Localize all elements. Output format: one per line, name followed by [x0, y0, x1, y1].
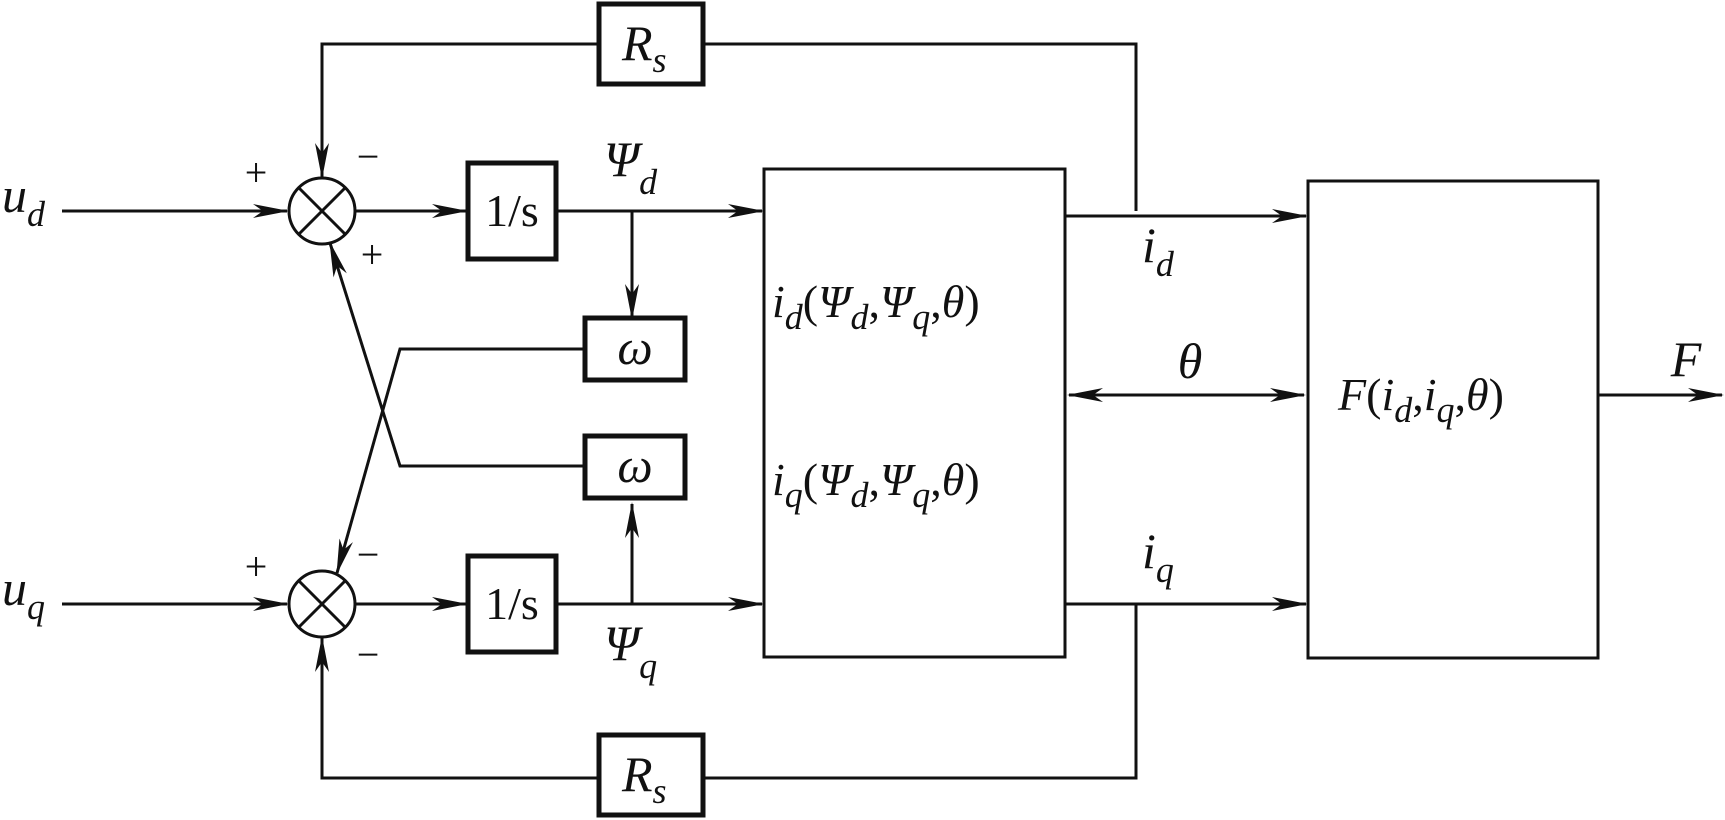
sum-q-left-sign: +	[245, 544, 268, 589]
rs-bottom-feedback-right	[703, 604, 1138, 780]
omega-top-block	[582, 315, 688, 383]
sum-d-top-sign: −	[357, 134, 380, 179]
rs-bottom-block	[596, 732, 706, 818]
i-q-expression: iq(Ψd,Ψq,θ)	[772, 454, 980, 515]
omega-top-to-sum-q-line	[335, 347, 585, 575]
psi-d-label: Ψd	[604, 131, 658, 202]
i-d-label: id	[1142, 217, 1175, 284]
rs-top-feedback-right	[703, 42, 1138, 211]
rs-top-label: Rs	[621, 15, 667, 80]
i-d-expression: id(Ψd,Ψq,θ)	[772, 276, 980, 337]
omega-bottom-block	[582, 433, 688, 501]
f-output-label: F	[1670, 331, 1702, 387]
sum-q-bottom-sign: −	[357, 632, 380, 677]
sum-junction-q	[287, 569, 357, 639]
omega-bottom-to-sum-d-line	[328, 241, 585, 468]
u-q-label: uq	[2, 560, 45, 627]
force-block	[1306, 179, 1600, 660]
sum-d-left-sign: +	[245, 150, 268, 195]
rs-bottom-label: Rs	[621, 746, 667, 811]
sum-q-top-sign: −	[357, 532, 380, 577]
rs-top-feedback-left	[315, 42, 599, 179]
integrator-q-label: 1/s	[485, 578, 539, 629]
omega-bottom-label: ω	[617, 437, 652, 493]
theta-label: θ	[1178, 333, 1203, 389]
integrator-d-label: 1/s	[485, 185, 539, 236]
rs-bottom-feedback-left	[315, 636, 599, 780]
integrator-q-block	[465, 553, 559, 655]
sum-d-bottom-sign: +	[361, 232, 384, 277]
psi-q-label: Ψq	[604, 615, 657, 686]
u-d-label: ud	[2, 167, 46, 234]
flux-to-current-block	[762, 167, 1067, 659]
integrator-d-block	[465, 160, 559, 262]
force-expression: F(id,iq,θ)	[1337, 369, 1504, 430]
i-q-label: iq	[1142, 523, 1174, 590]
omega-top-label: ω	[617, 319, 652, 375]
rs-top-block	[596, 1, 706, 87]
sum-junction-d	[287, 176, 357, 246]
